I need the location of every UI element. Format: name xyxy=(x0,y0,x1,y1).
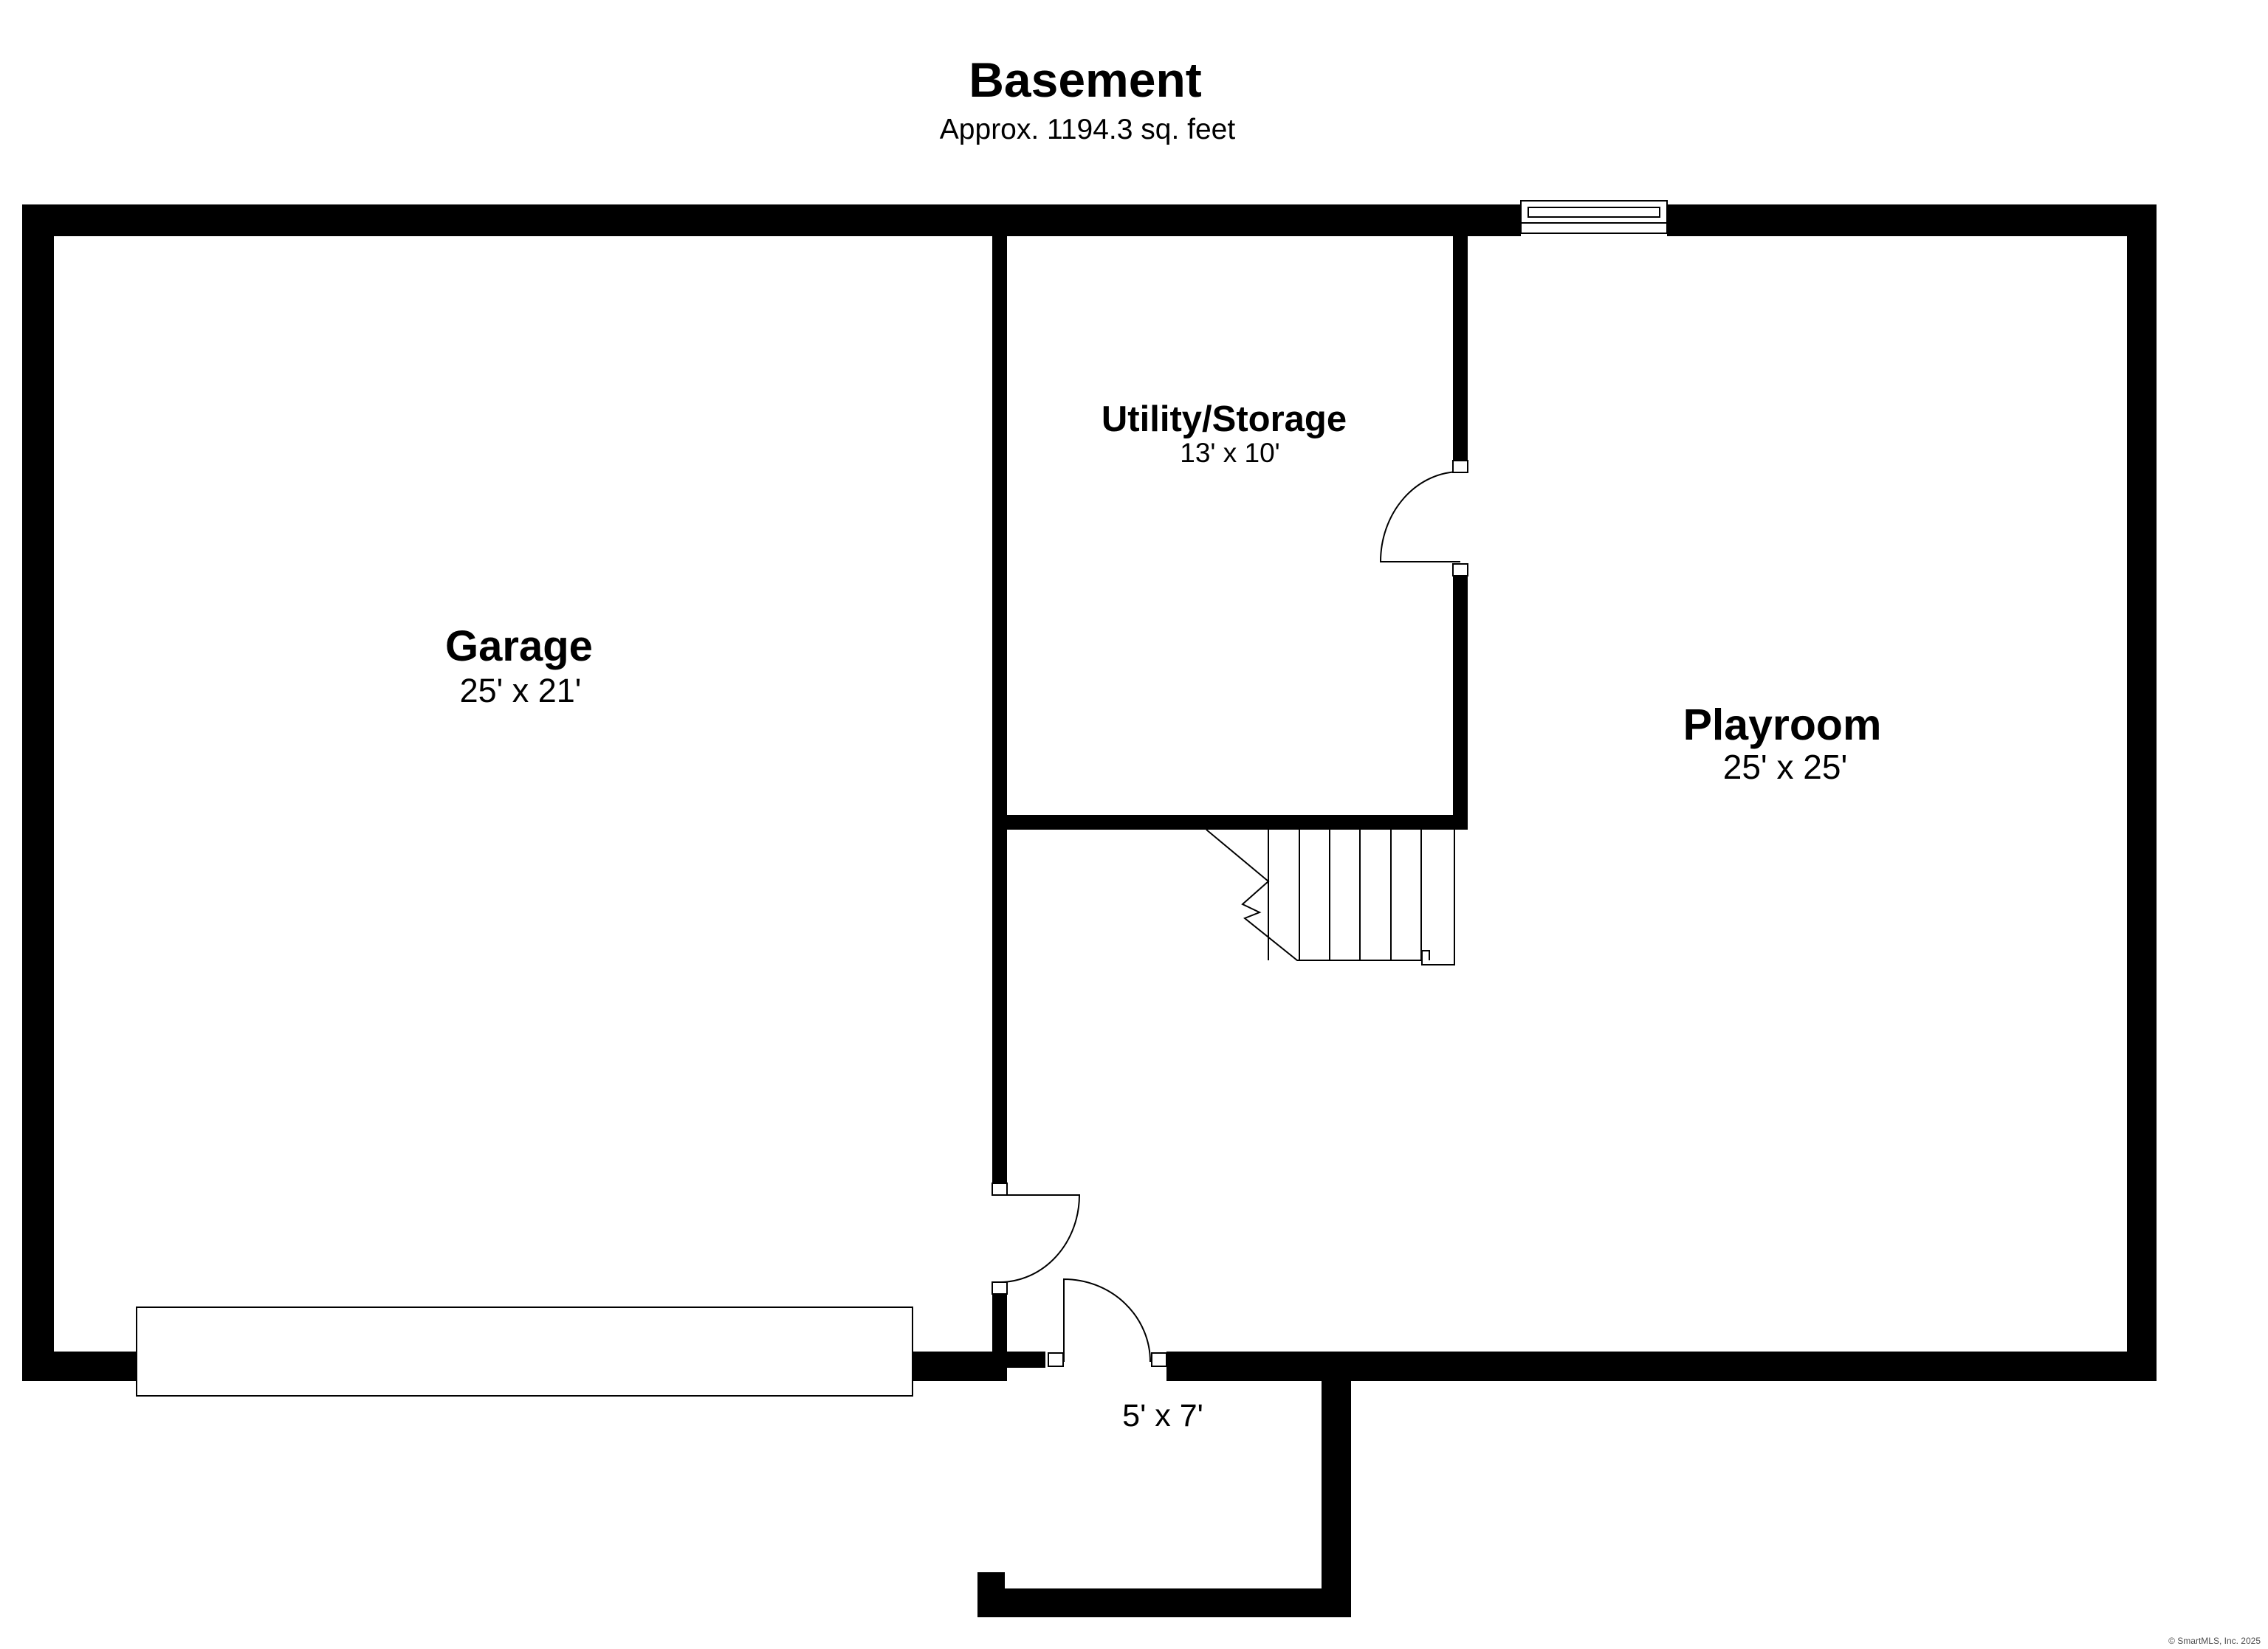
utility-right-wall-lower xyxy=(1453,576,1468,830)
room-name-garage: Garage xyxy=(445,622,593,670)
copyright-text: © SmartMLS, Inc. 2025 xyxy=(2168,1636,2261,1646)
room-size-entry: 5' x 7' xyxy=(1122,1398,1203,1433)
garage-door xyxy=(136,1307,913,1397)
room-entry: 5' x 7' xyxy=(1122,1398,1203,1433)
door-utility xyxy=(1379,460,1468,576)
walls xyxy=(22,204,2157,1617)
bottom-wall-garage-left xyxy=(22,1352,137,1381)
entry-left-wall-stub xyxy=(977,1572,1005,1617)
staircase xyxy=(1206,829,1455,965)
garage-partition-wall-upper xyxy=(992,204,1007,1186)
room-garage: Garage 25' x 21' xyxy=(445,622,593,709)
door-entry xyxy=(1048,1278,1167,1367)
garage-partition-wall-lower xyxy=(992,1289,1007,1381)
top-wall-right xyxy=(1667,204,2157,236)
bottom-wall-playroom xyxy=(1166,1352,2157,1381)
room-name-utility: Utility/Storage xyxy=(1102,399,1347,439)
window xyxy=(1520,200,1668,234)
door-garage-playroom xyxy=(992,1182,1081,1295)
room-size-garage: 25' x 21' xyxy=(460,672,582,709)
entry-right-wall xyxy=(1322,1368,1351,1617)
room-size-playroom: 25' x 25' xyxy=(1723,748,1847,786)
utility-right-wall-upper xyxy=(1453,204,1468,461)
entry-bottom-wall xyxy=(977,1588,1351,1617)
utility-bottom-wall xyxy=(992,815,1468,830)
bottom-wall-garage-right xyxy=(913,1352,1007,1381)
room-size-utility: 13' x 10' xyxy=(1180,438,1280,468)
room-playroom: Playroom 25' x 25' xyxy=(1683,700,1882,786)
top-wall-left xyxy=(22,204,1521,236)
room-name-playroom: Playroom xyxy=(1683,700,1882,749)
plan-title: Basement xyxy=(969,52,1201,107)
plan-area: Approx. 1194.3 sq. feet xyxy=(940,114,1236,145)
room-utility: Utility/Storage 13' x 10' xyxy=(1102,399,1347,468)
left-wall xyxy=(22,204,54,1381)
right-wall xyxy=(2127,204,2157,1381)
